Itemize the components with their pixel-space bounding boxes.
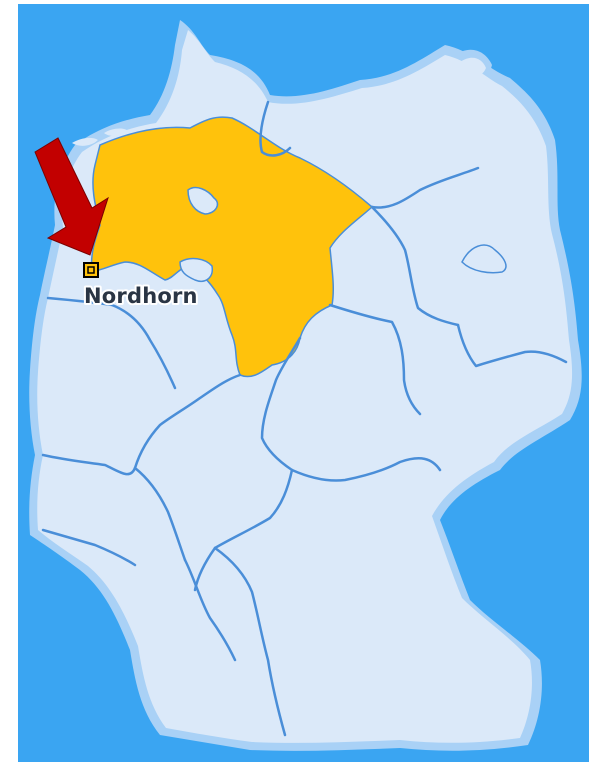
city-label: Nordhorn [84, 284, 198, 308]
location-square-marker-icon[interactable] [83, 262, 99, 278]
red-arrow-pointer-icon [34, 137, 109, 256]
city-label-halo: Nordhorn [84, 284, 198, 308]
highlighted-state-region [90, 116, 374, 378]
inland-holes [179, 186, 507, 282]
state-borders [41, 100, 568, 737]
